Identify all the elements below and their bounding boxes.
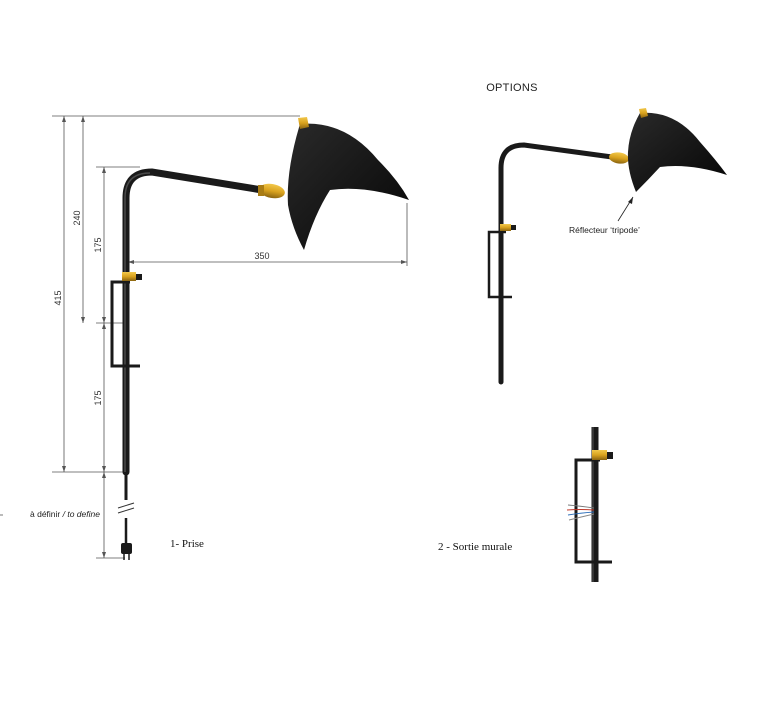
wall-bracket (110, 280, 140, 368)
dim-415-label: 415 (53, 290, 63, 305)
dim-240-label: 240 (72, 210, 82, 225)
power-cable (117, 472, 135, 543)
option-bracket-screw (511, 225, 516, 230)
outlet-bracket (574, 458, 612, 564)
brass-swivel (259, 183, 285, 199)
bracket-brass-clamp (122, 272, 136, 281)
outlet-wires (566, 504, 595, 521)
lamp-shade (287, 123, 409, 250)
reflector-arrowhead (628, 197, 633, 204)
outlet-screw (607, 452, 613, 459)
main-lamp: 415 240 175 175 350 (0, 115, 409, 560)
plug-icon (121, 543, 132, 560)
dim-175-lower-label: 175 (93, 390, 103, 405)
option-lamp-shade (627, 112, 727, 192)
option-wall-bracket (487, 230, 512, 299)
options-title: OPTIONS (486, 82, 538, 94)
reflector-label: Réflecteur ‘tripode’ (569, 225, 640, 235)
option1-caption: 1- Prise (170, 538, 204, 550)
lamp-pole (122, 168, 266, 476)
bracket-screw (136, 274, 142, 280)
option-shade-top-brass (639, 108, 648, 118)
option-lamp-pole (498, 142, 615, 385)
wall-outlet-detail: 2 - Sortie murale (438, 427, 613, 582)
dim-175-upper-label: 175 (93, 237, 103, 252)
dimension-lines (52, 115, 408, 559)
cable-length-note: à définir / to define (30, 509, 100, 519)
option-lamp: Réflecteur ‘tripode’ (487, 108, 727, 385)
outlet-brass-clamp (592, 450, 607, 460)
dim-350-label: 350 (254, 251, 269, 261)
shade-top-brass (298, 117, 309, 129)
option-brass-swivel (609, 152, 629, 164)
brass-collar (258, 185, 264, 196)
dimension-arrows (62, 116, 407, 558)
option-bracket-brass-clamp (500, 224, 511, 231)
option2-caption: 2 - Sortie murale (438, 541, 512, 553)
